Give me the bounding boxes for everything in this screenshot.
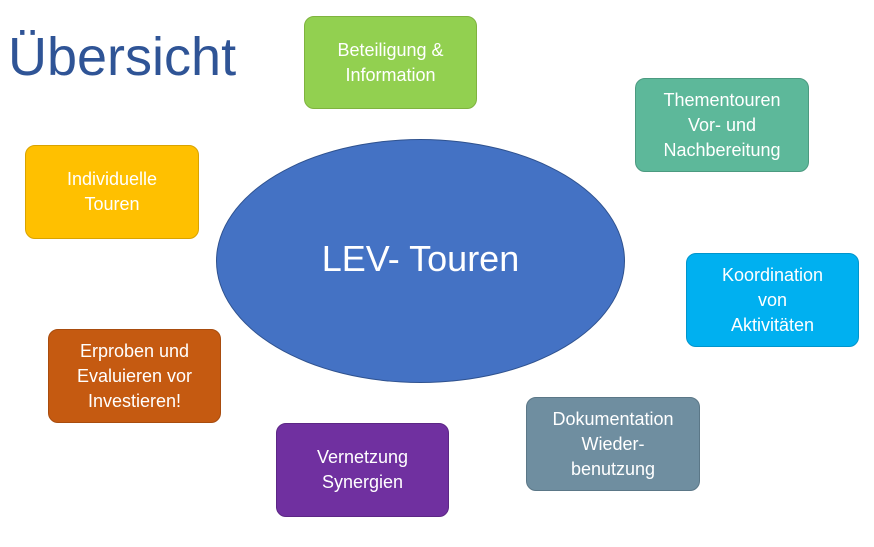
node-line: Synergien xyxy=(321,472,404,492)
node-line: Touren xyxy=(84,194,140,214)
node-line: benutzung xyxy=(570,458,656,479)
node-line: Individuelle xyxy=(66,169,158,189)
center-label: LEV- Touren xyxy=(321,238,520,279)
node-line: Vernetzung xyxy=(316,447,409,467)
node-line: Nachbereitung xyxy=(663,139,781,160)
node-line: Vor- und xyxy=(687,114,757,135)
node-line: Koordination xyxy=(721,264,824,285)
node-line: Evaluieren vor xyxy=(76,365,193,386)
node-thementouren: Thementouren Vor- und Nachbereitung xyxy=(635,78,809,172)
node-koordination: Koordination von Aktivitäten xyxy=(686,253,859,347)
node-beteiligung: Beteiligung & Information xyxy=(304,16,477,109)
node-line: Investieren! xyxy=(87,390,182,411)
node-line: Beteiligung & xyxy=(337,39,444,60)
node-dokumentation: Dokumentation Wieder- benutzung xyxy=(526,397,700,491)
node-line: Wieder- xyxy=(581,433,645,454)
node-erproben: Erproben und Evaluieren vor Investieren! xyxy=(48,329,221,423)
node-line: Erproben und xyxy=(79,340,190,361)
node-line: Thementouren xyxy=(663,89,781,110)
node-vernetzung: Vernetzung Synergien xyxy=(276,423,449,517)
node-line: Aktivitäten xyxy=(730,314,815,335)
title: Übersicht xyxy=(8,27,237,87)
center-ellipse: LEV- Touren xyxy=(216,139,625,383)
node-line: Information xyxy=(345,64,436,85)
node-line: Dokumentation xyxy=(552,408,674,429)
node-individuelle: Individuelle Touren xyxy=(25,145,199,239)
node-line: von xyxy=(757,289,787,310)
